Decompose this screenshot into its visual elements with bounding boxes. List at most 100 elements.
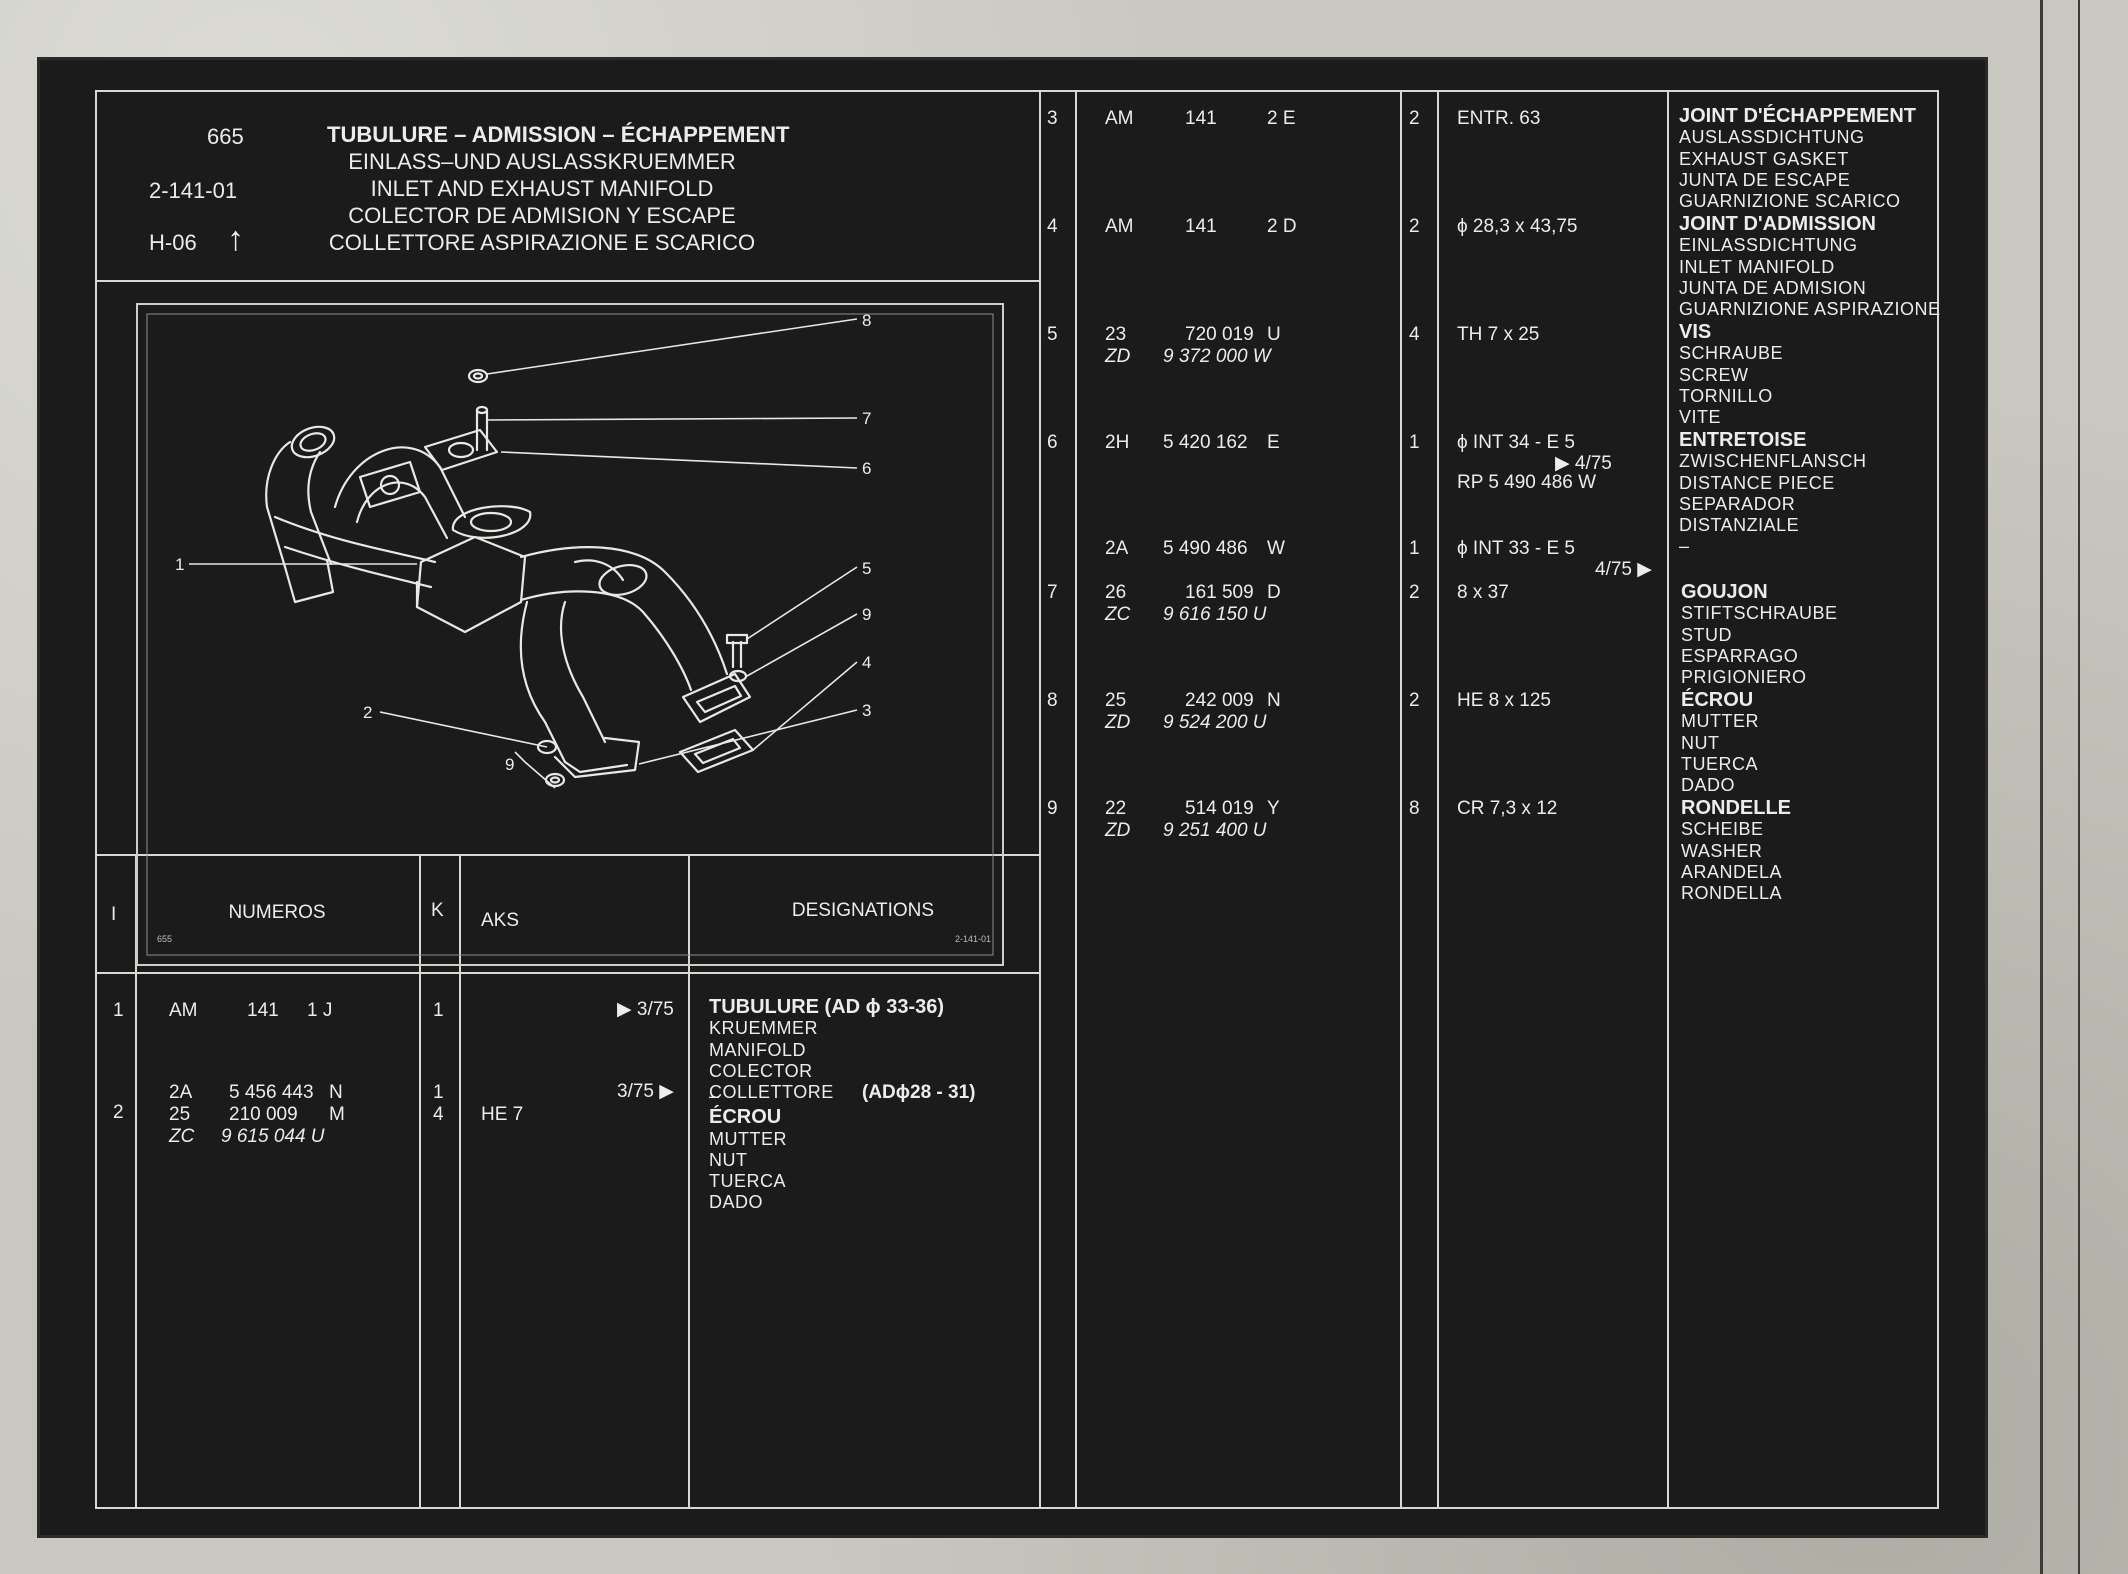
title-en: INLET AND EXHAUST MANIFOLD — [370, 176, 714, 201]
callout-7: 7 — [862, 409, 871, 428]
alt-number: 9 616 150 U — [1163, 604, 1267, 625]
row-index: 6 — [1047, 432, 1058, 453]
quantity: 1 — [1409, 432, 1420, 453]
film-edge-line — [2040, 0, 2043, 1574]
divider — [688, 854, 690, 1507]
designation-line: – — [1679, 536, 1690, 557]
aks-spec: HE 8 x 125 — [1457, 690, 1551, 711]
microfiche-frame: 665 2-141-01 H-06 ↑ TUBULURE – ADMISSION… — [40, 60, 1985, 1535]
part-number: 720 019 — [1185, 324, 1254, 345]
callout-9: 9 — [862, 605, 871, 624]
designation-line: GUARNIZIONE ASPIRAZIONE — [1679, 299, 1941, 320]
designation-line: DADO — [709, 1192, 764, 1213]
alt-prefix: ZD — [1105, 712, 1131, 733]
quantity: 1 — [433, 1082, 444, 1103]
col-header-index: I — [111, 904, 117, 925]
part-suffix: N — [329, 1082, 343, 1103]
title-fr: TUBULURE – ADMISSION – ÉCHAPPEMENT — [327, 122, 790, 147]
quantity: 4 — [433, 1104, 444, 1125]
col-header-aks: AKS — [481, 910, 520, 931]
callout-3: 3 — [862, 701, 871, 720]
leader-lines — [189, 318, 858, 789]
designation-line: SCHRAUBE — [1679, 343, 1784, 364]
designation-line: RONDELLA — [1681, 883, 1783, 904]
film-edge-line — [2078, 0, 2080, 1574]
callout-4: 4 — [862, 653, 871, 672]
divider — [1437, 92, 1439, 1507]
part-prefix: AM — [1105, 108, 1134, 129]
designation-line: INLET MANIFOLD — [1679, 256, 1835, 277]
designation-line: SEPARADOR — [1679, 493, 1796, 514]
part-suffix: Y — [1267, 798, 1280, 819]
part-prefix: 22 — [1105, 798, 1127, 819]
alt-prefix: ZD — [1105, 346, 1131, 367]
designation-note: (ADϕ28 - 31) — [862, 1082, 976, 1103]
designation-line: MUTTER — [709, 1128, 787, 1149]
designation-line: DISTANCE PIECE — [1679, 472, 1835, 493]
alt-prefix: ZC — [1105, 604, 1131, 625]
replacement-ref: RP 5 490 486 W — [1457, 472, 1597, 493]
designation-line: GUARNIZIONE SCARICO — [1679, 191, 1901, 212]
part-prefix: AM — [169, 1000, 198, 1021]
designation-line: NUT — [709, 1149, 748, 1170]
designation-title: JOINT D'ÉCHAPPEMENT — [1679, 105, 1917, 127]
quantity: 1 — [433, 1000, 444, 1021]
designation-line: EXHAUST GASKET — [1679, 148, 1849, 169]
callout-8: 8 — [862, 311, 871, 330]
part-prefix: 23 — [1105, 324, 1127, 345]
designation-line: TUERCA — [709, 1171, 787, 1192]
designation-line: MUTTER — [1681, 711, 1759, 732]
divider — [459, 854, 461, 1507]
alt-prefix: ZC — [169, 1126, 195, 1147]
aks-spec: 8 x 37 — [1457, 582, 1509, 603]
designation-line: – — [709, 1086, 720, 1106]
diagram-footer-right: 2-141-01 — [955, 934, 991, 944]
aks-note: 4/75 ▶ — [1595, 559, 1652, 580]
title-de: EINLASS–UND AUSLASSKRUEMMER — [348, 149, 736, 174]
page-number: 665 — [207, 124, 244, 149]
exploded-diagram: 8 7 6 1 5 9 4 2 3 9 655 2-141-01 — [136, 303, 1004, 966]
row-index: 9 — [1047, 798, 1058, 819]
designation-line: ARANDELA — [1681, 861, 1783, 882]
row-index: 1 — [113, 1000, 124, 1021]
divider — [1075, 92, 1077, 1507]
col-header-numeros: NUMEROS — [228, 902, 326, 923]
quantity: 4 — [1409, 324, 1420, 345]
diagram-footer-left: 655 — [157, 934, 172, 944]
divider — [97, 280, 1039, 282]
designation-title: ÉCROU — [709, 1106, 782, 1129]
part-suffix: 2 E — [1267, 108, 1296, 129]
part-number: 5 456 443 — [229, 1082, 314, 1103]
part-suffix: 2 D — [1267, 216, 1297, 237]
aks-note: 3/75 ▶ — [617, 1081, 674, 1102]
aks-spec: TH 7 x 25 — [1457, 324, 1540, 345]
aks-note: ▶ 4/75 — [1555, 453, 1612, 474]
designation-line: EINLASSDICHTUNG — [1679, 235, 1858, 256]
designation: VIS SCHRAUBE SCREW TORNILLO VITE — [1679, 321, 1784, 428]
quantity: 1 — [1409, 538, 1420, 559]
callout-9-lower: 9 — [505, 755, 514, 774]
designation-line: DADO — [1681, 775, 1736, 796]
part-suffix: N — [1267, 690, 1281, 711]
designation: TUBULURE (AD ϕ 33-36) KRUEMMER MANIFOLD … — [709, 996, 944, 1103]
diagram-border — [136, 303, 1004, 966]
row-index: 5 — [1047, 324, 1058, 345]
designation: RONDELLE SCHEIBE WASHER ARANDELA RONDELL… — [1681, 797, 1791, 904]
designation-line: COLECTOR — [709, 1060, 813, 1081]
designation-line: STIFTSCHRAUBE — [1681, 603, 1838, 624]
divider — [1667, 92, 1669, 1507]
part-number: 141 — [1185, 216, 1217, 237]
row-index: 3 — [1047, 108, 1058, 129]
designation-line: JUNTA DE ESCAPE — [1679, 169, 1851, 190]
part-suffix: E — [1267, 432, 1280, 453]
designation-title: ENTRETOISE — [1679, 429, 1807, 451]
designation-line: SCREW — [1679, 364, 1749, 385]
title-it: COLLETTORE ASPIRAZIONE E SCARICO — [328, 230, 756, 255]
aks-spec: HE 7 — [481, 1104, 524, 1125]
quantities: 1 4 — [433, 1082, 444, 1126]
designation: JOINT D'ADMISSION EINLASSDICHTUNG INLET … — [1679, 213, 1941, 320]
designation-line: COLLETTORE — [709, 1082, 834, 1103]
alt-number: 9 615 044 U — [221, 1126, 325, 1147]
designation-line: STUD — [1681, 624, 1732, 645]
parts-sheet: 665 2-141-01 H-06 ↑ TUBULURE – ADMISSION… — [95, 90, 1941, 1509]
